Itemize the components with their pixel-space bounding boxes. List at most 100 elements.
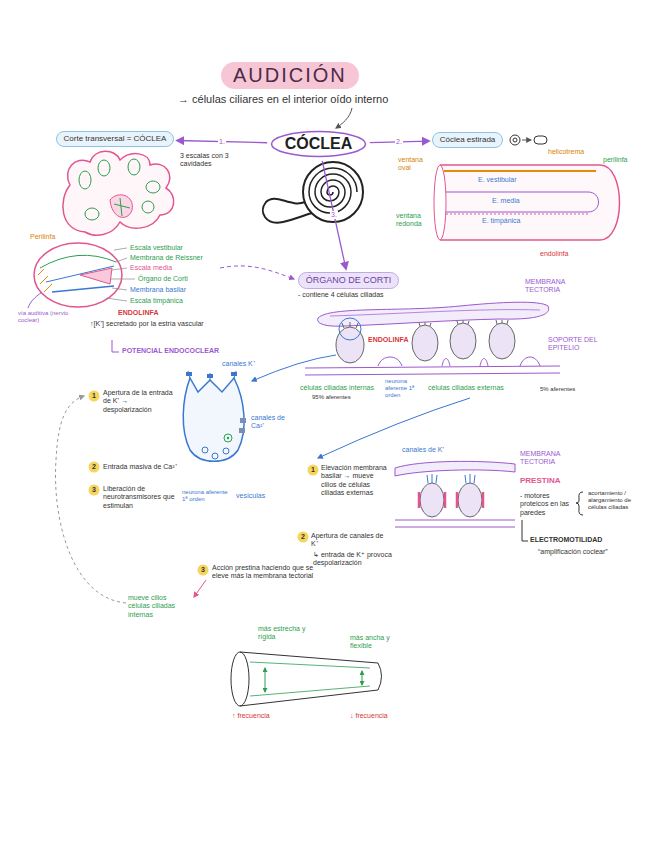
scala-loop: [79, 171, 91, 189]
outer-hair-cell: [420, 483, 444, 517]
annotation-label: Apertura de la entrada de K⁺ → despolari…: [103, 389, 178, 414]
annotation-label: ↓ frecuencia: [350, 712, 388, 720]
annotation-label: células ciliadas internas: [300, 384, 374, 392]
annotation-label: Membrana de Reissner: [130, 254, 203, 262]
highlight-circle: [339, 318, 361, 340]
width-arrow: [362, 671, 363, 685]
arrow-bend: [522, 520, 528, 541]
node-text: ÓRGANO DE CORTI: [305, 275, 392, 286]
nerve-line: [28, 292, 42, 308]
annotation-label: Órgano de Corti: [138, 275, 188, 283]
icon-arrow: [522, 140, 531, 141]
annotation-label: ENDOLINFA: [368, 336, 408, 344]
ca-channel: [239, 428, 245, 433]
annotation-label: MEMBRANA TECTORIA: [520, 450, 572, 467]
ca-ion: [224, 434, 232, 442]
callout-number: 2: [89, 462, 99, 472]
vestibular-wall: [444, 170, 596, 172]
annotation-label: - contiene 4 células ciliadas: [298, 291, 384, 299]
width-arrow: [265, 668, 266, 692]
annotation-label: canales de Ca²⁺: [251, 414, 291, 431]
annotation-label: E. vestibular: [478, 176, 517, 184]
tectorial-membrane: [395, 461, 515, 476]
annotation-label: Escala timpánica: [130, 297, 183, 305]
ca-channel: [240, 418, 246, 423]
section-heading: Cóclea estirada: [432, 132, 503, 148]
vesicle: [202, 447, 208, 453]
k-channel: [186, 372, 192, 376]
callout-circle: [89, 391, 100, 402]
connector-arrow: [322, 161, 346, 269]
scala-loop: [146, 181, 160, 193]
annotation-label: ENDOLINFA: [118, 309, 158, 317]
vestibular-line: [40, 255, 116, 268]
hatch: [38, 269, 52, 292]
annotation-label: helicotrema: [548, 148, 584, 156]
callout-circle: [89, 462, 100, 473]
scala-media: [110, 195, 132, 218]
cochlear-duct: [34, 243, 122, 307]
result-arrow: [194, 580, 206, 597]
cilia: [342, 320, 508, 328]
annotation-label: 5% aferentes: [540, 386, 575, 393]
basilar-membrane: [52, 286, 114, 292]
connector-label: 2.: [395, 138, 403, 146]
spiral-icon: [510, 135, 520, 145]
inner-hair-cell: [336, 327, 364, 363]
annotation-label: ↳ entrada de K⁺ provoca despolarización: [313, 551, 408, 568]
annotation-label: 3 escalas con 3 cavidades: [180, 152, 235, 169]
topic-oval: CÓCLEA: [270, 130, 367, 158]
annotation-label: POTENCIAL ENDOCOCLEAR: [122, 347, 219, 355]
cone-base: [231, 652, 249, 706]
scala-lines: [114, 198, 130, 216]
annotation-label: Elevación membrana basilar → mueve cilio…: [321, 464, 391, 498]
dashed-arrow: [220, 266, 294, 279]
outer-hair-cell: [450, 323, 476, 359]
annotation-label: vía auditiva (nervio coclear): [18, 310, 76, 324]
cochlea-spiral: [309, 168, 357, 213]
cilia: [427, 474, 475, 483]
annotation-label: perilinfa: [603, 156, 628, 164]
annotation-label: células ciliadas externas: [428, 384, 504, 392]
basilar-membrane: [395, 520, 515, 527]
annotation-label: endolinfa: [540, 250, 568, 258]
annotation-label: → células ciliares en el interior oído i…: [178, 93, 388, 106]
inner-hair-cell: [183, 378, 244, 461]
vesicle: [223, 448, 229, 454]
title: AUDICIÓN: [221, 62, 359, 89]
pointer-line: [336, 108, 352, 128]
cochlea-section: [63, 151, 174, 235]
callout-number: 2: [298, 532, 308, 542]
oval-shape: [272, 132, 366, 157]
vesicle: [212, 453, 218, 459]
annotation-label: Entrada masiva de Ca²⁺: [103, 463, 188, 471]
arrow-bend: [112, 340, 119, 352]
annotation-label: acortamiento / alargamiento de células c…: [588, 490, 650, 512]
section-heading: ÓRGANO DE CORTI: [298, 272, 399, 289]
node-text: CÓCLEA: [284, 134, 353, 153]
annotation-label: ventana oval: [398, 156, 434, 173]
scala-loop: [142, 201, 154, 213]
annotation-label: ↑ frecuencia: [232, 712, 270, 720]
callout-circle: [198, 565, 209, 576]
prestin: [419, 492, 483, 508]
annotation-label: E. media: [492, 197, 520, 205]
tectorial-line: [330, 310, 540, 316]
k-channel: [207, 374, 213, 378]
cochlea-base: [434, 165, 446, 240]
k-channel: [231, 372, 237, 376]
annotation-label: 95% aferentes: [312, 394, 351, 401]
outer-hair-cell: [489, 323, 515, 359]
scala-loop: [128, 159, 140, 175]
annotation-label: ventana redonda: [396, 212, 434, 229]
vestibule: [263, 199, 312, 223]
scala-media: [80, 268, 112, 284]
annotation-label: Liberación de neurotransmisores que esti…: [103, 485, 178, 510]
tube-icon: [534, 136, 547, 144]
annotation-label: neurona aferente 1ª orden: [385, 378, 425, 400]
annotation-label: Escala vestibular: [130, 244, 183, 252]
callout-circle: [308, 465, 319, 476]
annotation-label: mueve cilios células ciliadas internas: [128, 594, 190, 619]
tectorial-membrane: [318, 302, 549, 326]
